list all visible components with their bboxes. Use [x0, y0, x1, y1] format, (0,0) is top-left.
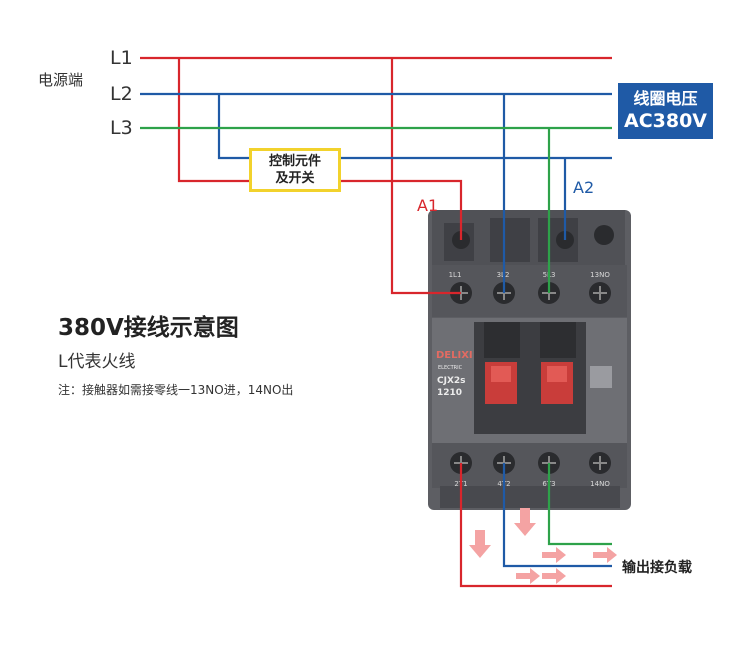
terminal-label-14no: 14NO: [590, 480, 610, 488]
arrow-right-2: [593, 547, 617, 563]
terminal-label-13no: 13NO: [590, 271, 610, 279]
coil-voltage-box: 线圈电压 AC380V: [618, 83, 713, 139]
l3-wire: [140, 126, 612, 546]
diagram-title: 380V接线示意图: [58, 315, 239, 341]
brand-sub: ELECTRIC: [438, 365, 463, 371]
phase-label-l2: L2: [110, 83, 133, 105]
model-code: 1210: [437, 388, 462, 398]
output-load-label: 输出接负载: [622, 560, 692, 576]
terminal-a2-label: A2: [573, 178, 595, 197]
terminal-a1-label: A1: [417, 196, 439, 215]
control-element-line2: 及开关: [275, 171, 315, 186]
l1-wire: [140, 56, 612, 588]
current-arrows: [469, 508, 617, 584]
phase-label-l1: L1: [110, 47, 133, 69]
arrow-down-2: [514, 508, 536, 536]
arrow-right-4: [542, 568, 566, 584]
arrow-right-1: [542, 547, 566, 563]
brand-logo: DELIXI: [436, 350, 473, 361]
coil-voltage-value: AC380V: [623, 110, 707, 132]
terminal-label-1l1: 1L1: [449, 271, 462, 279]
power-source-label: 电源端: [38, 71, 84, 89]
arrow-down-1: [469, 530, 491, 558]
control-element-box: 控制元件 及开关: [249, 148, 341, 192]
control-element-line1: 控制元件: [268, 154, 321, 169]
diagram-subtitle: L代表火线: [58, 352, 136, 372]
model-label: CJX2s: [437, 376, 466, 386]
diagram-note: 注：接触器如需接零线一13NO进，14NO出: [58, 383, 294, 397]
arrow-right-3: [516, 568, 540, 584]
phase-label-l3: L3: [110, 117, 133, 139]
coil-voltage-label: 线圈电压: [633, 89, 698, 108]
